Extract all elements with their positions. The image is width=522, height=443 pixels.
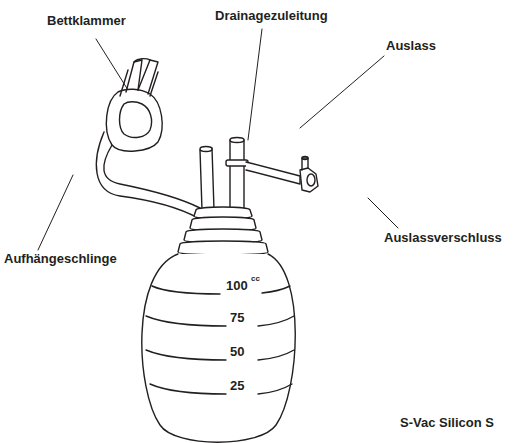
scale-number: 75 xyxy=(230,311,244,326)
scale-number: 50 xyxy=(230,345,244,360)
scale-number: 25 xyxy=(230,379,244,394)
part-label: Bettklammer xyxy=(47,14,126,29)
part-label: Aufhängeschlinge xyxy=(4,252,117,267)
product-caption: S-Vac Silicon S xyxy=(400,416,494,431)
part-label: Auslass xyxy=(386,39,436,54)
scale-number: 100 xyxy=(226,279,248,294)
unit-label: cc xyxy=(251,274,260,283)
part-label: Drainagezuleitung xyxy=(215,9,328,24)
part-label: Auslassverschluss xyxy=(384,231,502,246)
